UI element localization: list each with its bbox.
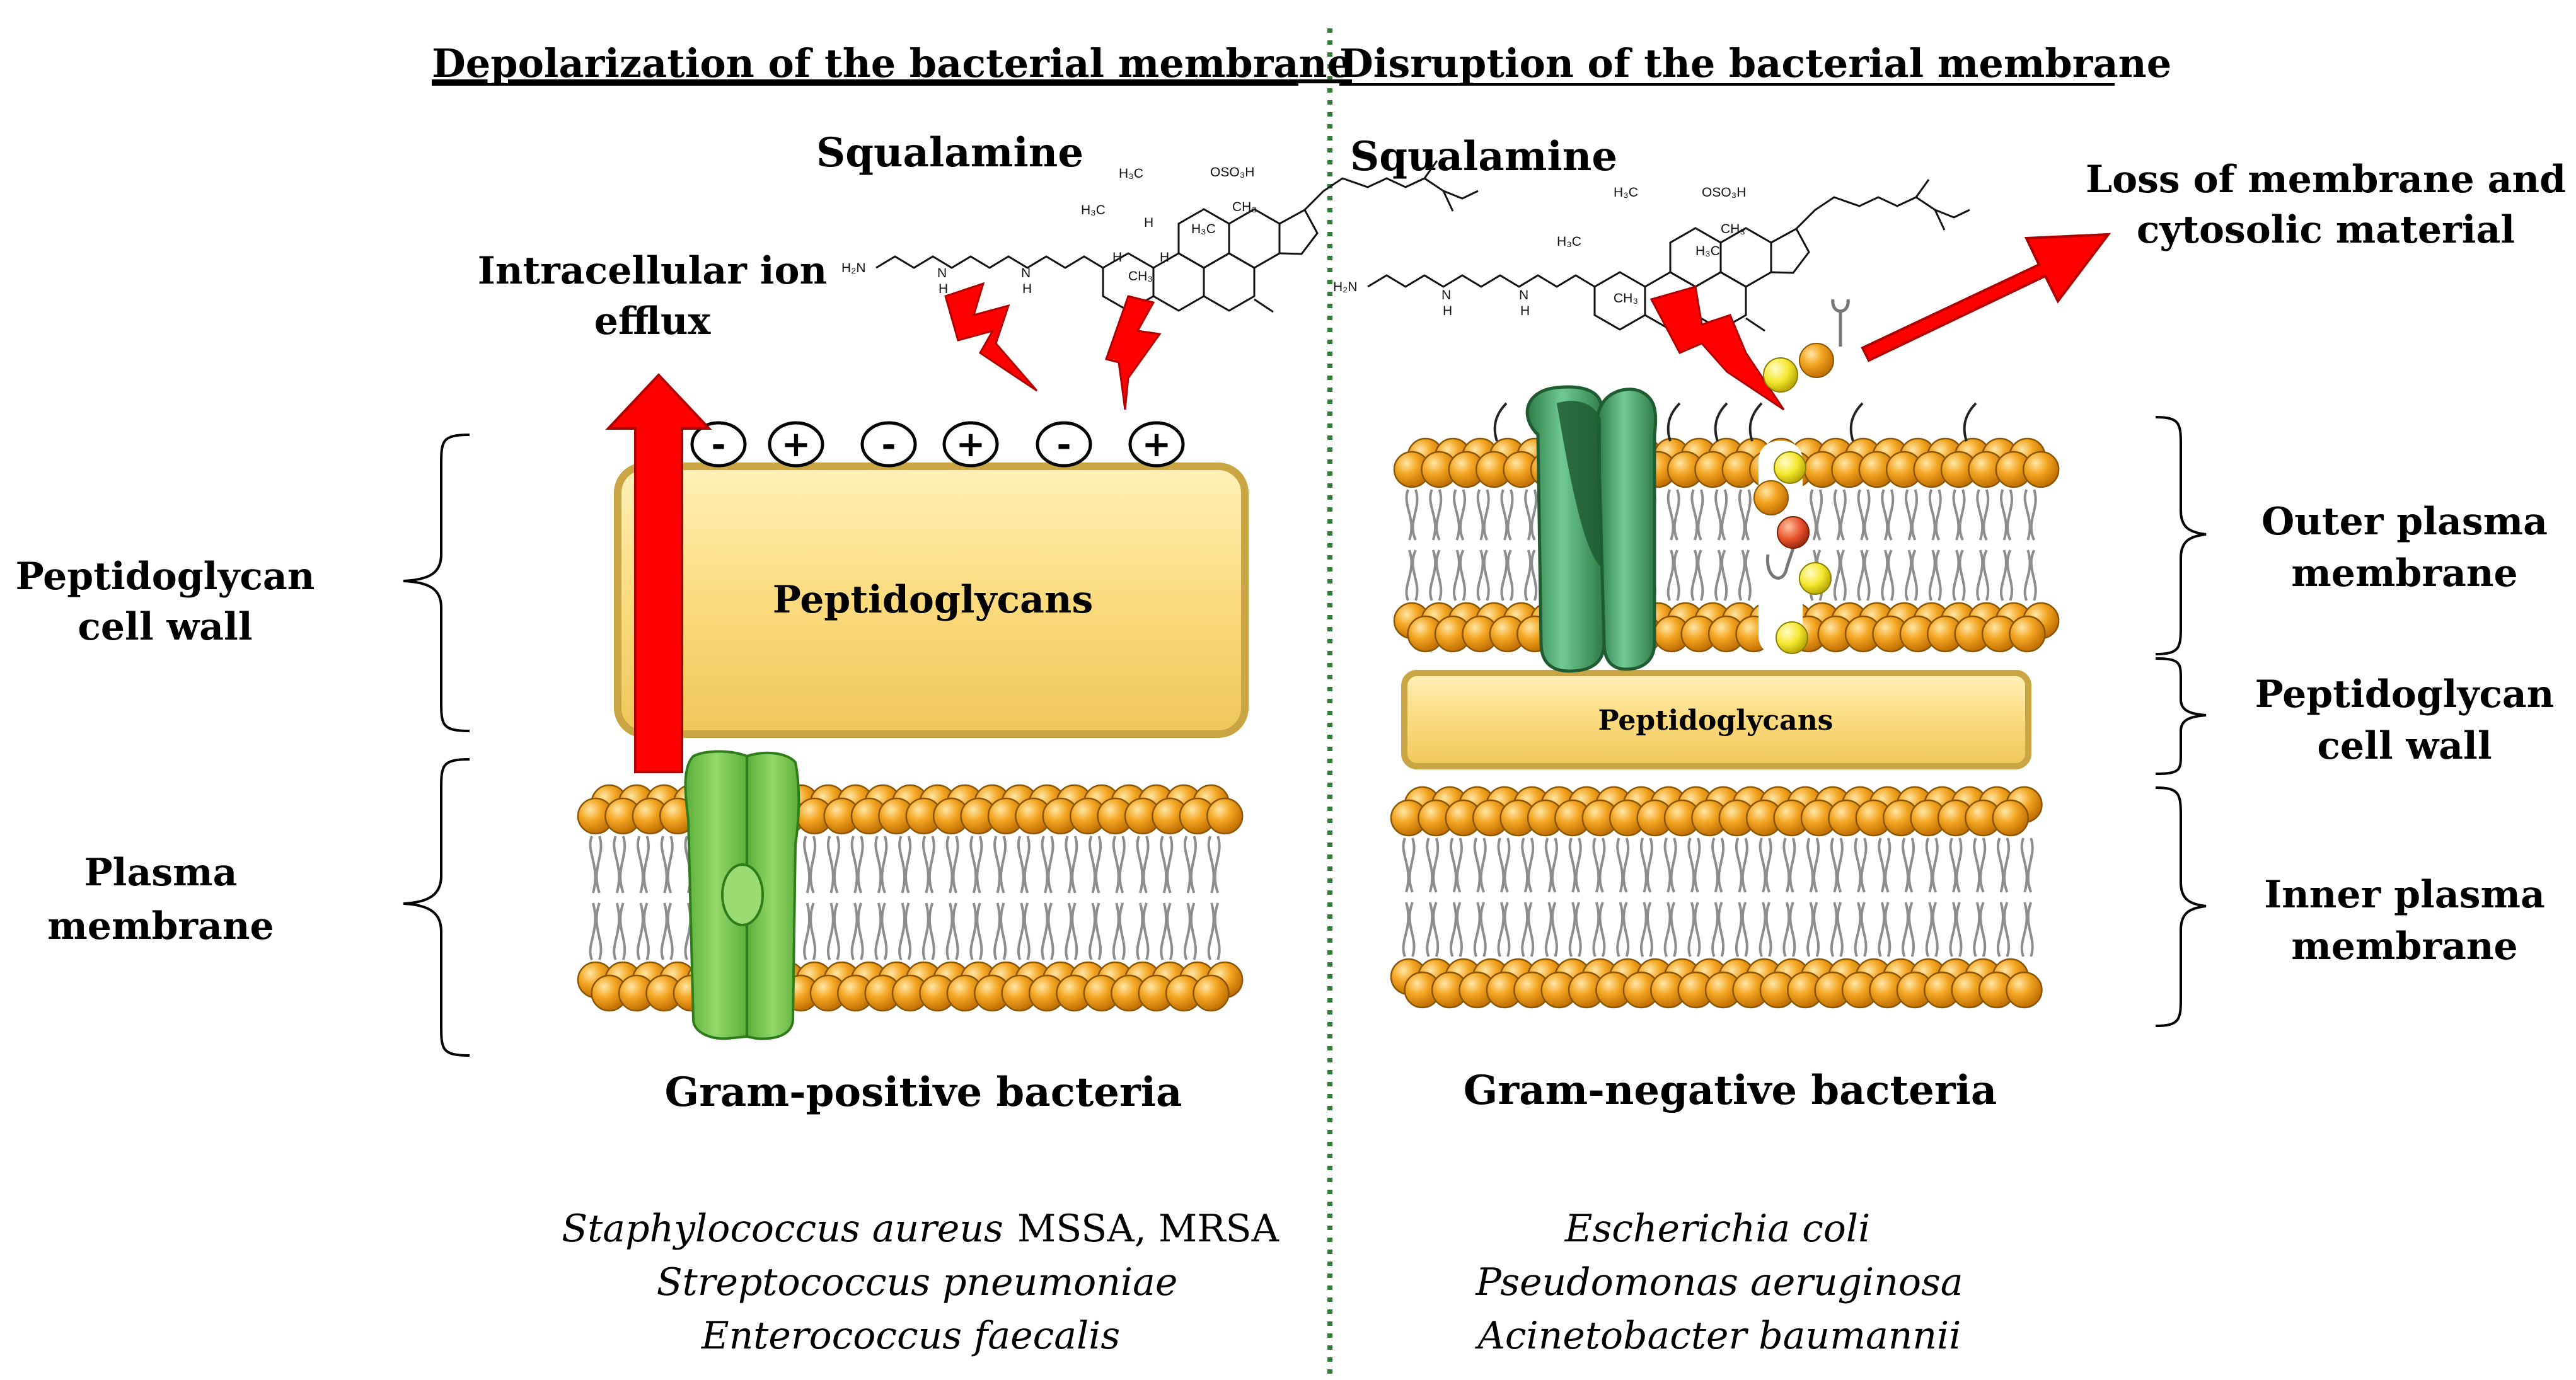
- porin-protein: [1525, 385, 1658, 673]
- right-mol-methyl3: H₃C: [1695, 244, 1720, 258]
- side-label-wall-line1: Peptidoglycan: [16, 555, 315, 599]
- right-drug-label: Squalamine: [1350, 133, 1617, 180]
- species-left-3: Enterococcus faecalis: [701, 1314, 1120, 1358]
- loss-label-line1: Loss of membrane and: [2086, 158, 2566, 202]
- lightning-bolt-icon: [1649, 285, 1785, 411]
- svg-text:+: +: [956, 423, 986, 465]
- bracket-outer-right: [2155, 416, 2207, 655]
- left-mol-h2: H: [1022, 282, 1032, 296]
- left-mol-methyl3: H₃C: [1191, 222, 1216, 236]
- svg-text:+: +: [1142, 423, 1172, 465]
- ion-channel: [684, 750, 800, 1040]
- inner-membrane: [1390, 786, 2043, 1009]
- svg-text:-: -: [1056, 423, 1071, 465]
- svg-text:+: +: [782, 423, 811, 465]
- right-mol-ch3b: CH₃: [1614, 291, 1638, 306]
- peptidoglycan-label-right: Peptidoglycans: [1598, 704, 1834, 737]
- side-label-wall-right-line2: cell wall: [2317, 724, 2492, 768]
- released-particles: [1753, 299, 1850, 654]
- bracket-wall-right: [2155, 657, 2207, 775]
- right-heading: Disruption of the bacterial membrane: [1339, 40, 2171, 86]
- left-mol-amine: H₂N: [841, 261, 865, 275]
- charge-negative: -: [690, 421, 747, 468]
- species-right-3: Acinetobacter baumannii: [1475, 1314, 1961, 1358]
- right-mol-n1: N: [1441, 288, 1451, 302]
- left-mol-h4: H: [1112, 250, 1122, 265]
- right-mol-sulfate: OSO₃H: [1702, 185, 1746, 200]
- loss-label-line2: cytosolic material: [2137, 208, 2515, 252]
- species-right-2: Pseudomonas aeruginosa: [1475, 1260, 1963, 1304]
- left-heading: Depolarization of the bacterial membrane: [432, 40, 1352, 86]
- right-mol-ch3: CH₃: [1721, 222, 1745, 236]
- bracket-membrane-left: [403, 758, 470, 1057]
- bacteria-type-right: Gram-negative bacteria: [1464, 1067, 1997, 1114]
- left-mol-h5: H: [1160, 250, 1169, 265]
- side-label-wall-line2: cell wall: [78, 605, 252, 649]
- efflux-label-line1: Intracellular ion: [478, 249, 827, 293]
- side-label-membrane-line1: Plasma: [84, 851, 238, 895]
- right-mol-methyl2: H₃C: [1557, 234, 1581, 249]
- svg-text:-: -: [711, 423, 725, 465]
- lightning-bolt-icon: [1105, 295, 1162, 410]
- left-mol-sulfate: OSO₃H: [1210, 165, 1254, 180]
- left-mol-h3: H: [1144, 216, 1153, 230]
- svg-text:-: -: [881, 423, 896, 465]
- left-mol-n1: N: [937, 266, 947, 280]
- right-mol-h2: H: [1520, 304, 1530, 318]
- side-label-inner-line1: Inner plasma: [2264, 873, 2545, 917]
- side-label-wall-right-line1: Peptidoglycan: [2255, 672, 2555, 716]
- side-label-outer-line2: membrane: [2291, 551, 2517, 595]
- peptidoglycan-wall-left: [614, 463, 1249, 738]
- charge-positive: +: [1128, 421, 1185, 468]
- charge-positive: +: [942, 421, 999, 468]
- left-mol-n2: N: [1021, 266, 1031, 280]
- species-right-1: Escherichia coli: [1564, 1207, 1871, 1251]
- bracket-wall-left: [403, 434, 470, 732]
- bacteria-type-left: Gram-positive bacteria: [665, 1069, 1182, 1116]
- right-mol-amine: H₂N: [1333, 280, 1357, 294]
- plasma-membrane-left: [577, 784, 1244, 1012]
- right-mol-methyl1: H₃C: [1614, 185, 1638, 200]
- peptidoglycan-label-left: Peptidoglycans: [773, 578, 1094, 622]
- side-label-inner-line2: membrane: [2291, 924, 2517, 969]
- left-mol-ch3b: CH₃: [1232, 200, 1257, 214]
- loss-arrow: [1861, 233, 2111, 362]
- left-mol-methyl1: H₃C: [1119, 166, 1143, 181]
- right-mol-h1: H: [1443, 304, 1452, 318]
- species-left-2: Streptococcus pneumoniae: [657, 1260, 1178, 1304]
- bracket-inner-right: [2155, 786, 2207, 1027]
- peptidoglycan-wall-right: [1401, 670, 2031, 769]
- left-mol-ch3: CH₃: [1128, 269, 1153, 284]
- efflux-arrow: [605, 373, 712, 773]
- lightning-bolt-icon: [944, 282, 1038, 392]
- efflux-label-line2: efflux: [594, 299, 712, 343]
- surface-charges: - + - + - +: [690, 421, 1185, 468]
- right-mol-n2: N: [1519, 288, 1528, 302]
- left-drug-label: Squalamine: [816, 129, 1083, 176]
- side-label-membrane-line2: membrane: [47, 904, 274, 948]
- squalamine-molecule-left: [875, 160, 1479, 313]
- charge-negative: -: [1036, 421, 1092, 468]
- left-mol-h1: H: [939, 282, 948, 296]
- charge-positive: +: [768, 421, 824, 468]
- charge-negative: -: [860, 421, 917, 468]
- left-mol-methyl2: H₃C: [1081, 203, 1106, 217]
- outer-membrane: [1393, 402, 2060, 653]
- side-label-outer-line1: Outer plasma: [2261, 500, 2548, 544]
